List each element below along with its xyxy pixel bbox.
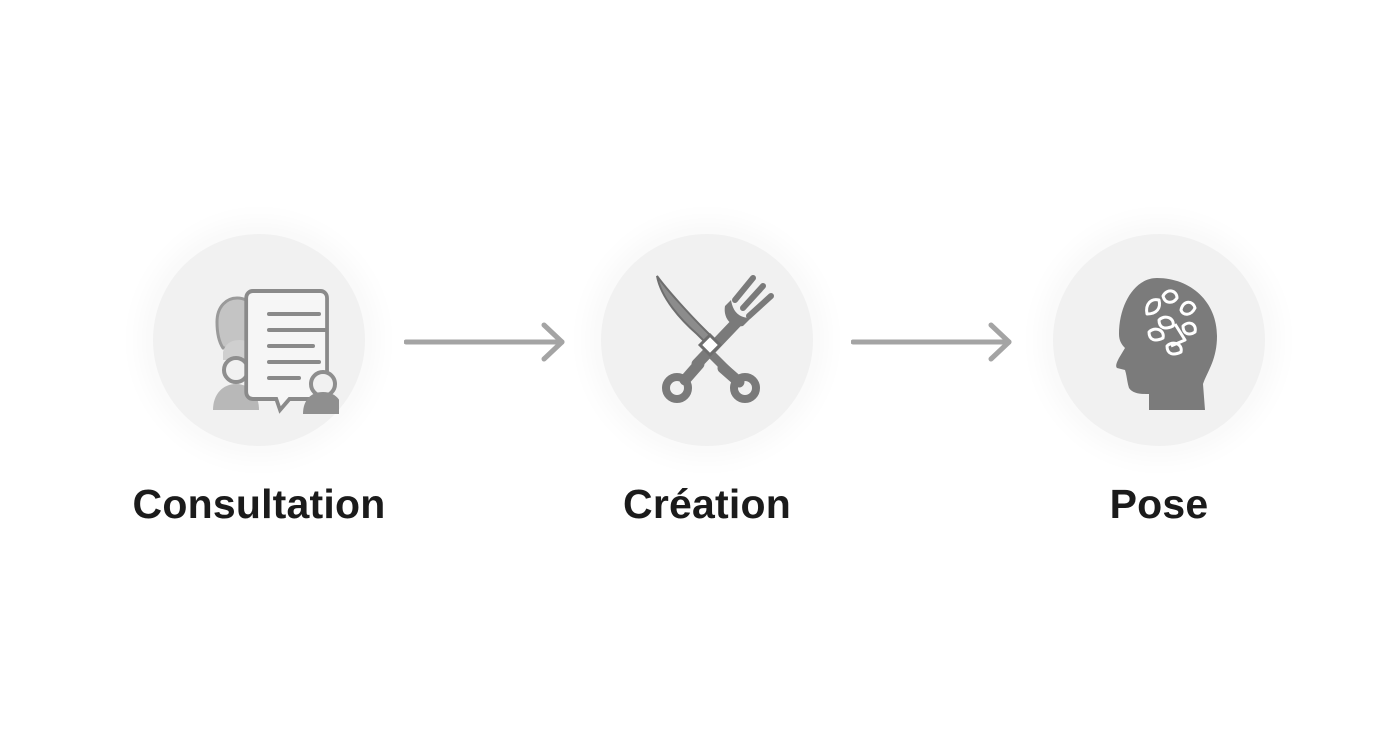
step-label: Création bbox=[623, 481, 791, 527]
step-label: Pose bbox=[1109, 481, 1209, 527]
consultation-icon bbox=[213, 289, 339, 414]
step-consultation: Consultation bbox=[99, 234, 419, 529]
step-circle bbox=[1053, 234, 1265, 446]
step-circle bbox=[153, 234, 365, 446]
head-leaves-icon bbox=[1116, 278, 1217, 410]
step-creation: Création bbox=[547, 234, 867, 529]
arrow-right-icon bbox=[404, 322, 565, 362]
step-label: Consultation bbox=[132, 481, 386, 527]
step-circle bbox=[601, 234, 813, 446]
arrow-right-icon bbox=[851, 322, 1012, 362]
knife-fork-icon bbox=[656, 275, 774, 403]
step-pose: Pose bbox=[999, 234, 1319, 529]
